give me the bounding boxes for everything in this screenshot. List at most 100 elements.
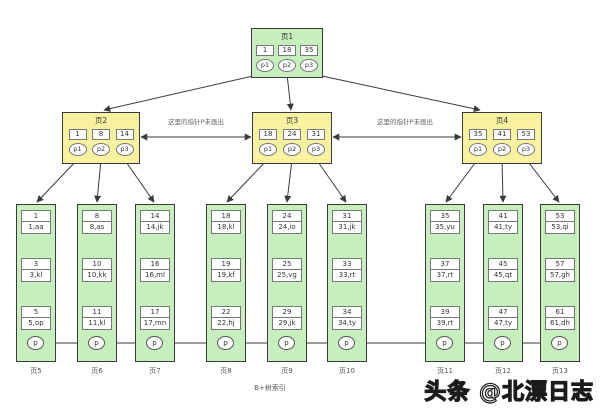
record-key: 41 bbox=[488, 210, 518, 222]
pointer-cell: p3 bbox=[517, 143, 535, 156]
leaf-label-page5: 页5 bbox=[30, 367, 42, 375]
record-key: 8 bbox=[82, 210, 112, 222]
leaf-label-page9: 页9 bbox=[281, 367, 293, 375]
record-value: 5,op bbox=[21, 318, 51, 330]
record-key: 47 bbox=[488, 306, 518, 318]
key-cell: 8 bbox=[92, 129, 110, 140]
leaf-label-page11: 页11 bbox=[437, 367, 453, 375]
pointer-cell: p3 bbox=[307, 143, 325, 156]
key-cell: 14 bbox=[115, 129, 134, 140]
leaf-label-page10: 页10 bbox=[339, 367, 355, 375]
key-cell: 1 bbox=[256, 45, 274, 56]
pointer-cell: p2 bbox=[283, 143, 301, 156]
watermark: 头条 @北漂日志 bbox=[424, 379, 594, 405]
leaf-pointer: p bbox=[551, 336, 568, 350]
record-value: 17,mn bbox=[140, 318, 170, 330]
record-value: 47,ty bbox=[488, 318, 518, 330]
record-value: 10,kk bbox=[82, 270, 112, 282]
record-key: 39 bbox=[430, 306, 460, 318]
leaf-label-page12: 页12 bbox=[495, 367, 511, 375]
record-value: 37,rt bbox=[430, 270, 460, 282]
record-value: 1,aa bbox=[21, 222, 51, 234]
leaf-pointer: p bbox=[494, 336, 511, 350]
record-key: 17 bbox=[140, 306, 170, 318]
node-title: 页2 bbox=[94, 116, 108, 125]
record-key: 10 bbox=[82, 258, 112, 270]
record-value: 57,gh bbox=[545, 270, 575, 282]
record-value: 18,kl bbox=[211, 222, 241, 234]
leaf-label-page8: 页8 bbox=[220, 367, 232, 375]
leaf-pointer: p bbox=[436, 336, 453, 350]
record-key: 24 bbox=[272, 210, 302, 222]
record-value: 39,rt bbox=[430, 318, 460, 330]
leaf-pointer: p bbox=[27, 336, 44, 350]
pointer-cell: p1 bbox=[68, 143, 87, 156]
leaf-label-page6: 页6 bbox=[91, 367, 103, 375]
internal-node-page2: 页2 1 8 14 p1 p2 p3 bbox=[62, 112, 140, 164]
pointer-cell: p1 bbox=[256, 59, 274, 72]
key-cell: 35 bbox=[469, 129, 487, 140]
record-key: 45 bbox=[488, 258, 518, 270]
internal-node-page4: 页4 35 41 53 p1 p2 p3 bbox=[462, 112, 542, 164]
record-value: 29,jk bbox=[272, 318, 302, 330]
record-key: 35 bbox=[430, 210, 460, 222]
pointer-cell: p2 bbox=[92, 143, 110, 156]
record-key: 18 bbox=[211, 210, 241, 222]
key-cell: 24 bbox=[283, 129, 301, 140]
record-value: 25,vg bbox=[272, 270, 302, 282]
record-key: 11 bbox=[82, 306, 112, 318]
diagram-caption: B+树索引 bbox=[254, 384, 286, 392]
record-value: 14,jk bbox=[140, 222, 170, 234]
record-key: 31 bbox=[332, 210, 362, 222]
pointer-cell: p1 bbox=[259, 143, 277, 156]
record-value: 31,jk bbox=[332, 222, 362, 234]
record-key: 33 bbox=[332, 258, 362, 270]
record-key: 53 bbox=[545, 210, 575, 222]
key-cell: 41 bbox=[493, 129, 511, 140]
record-key: 16 bbox=[140, 258, 170, 270]
record-value: 19,kf bbox=[211, 270, 241, 282]
node-title: 页3 bbox=[285, 116, 299, 125]
record-key: 3 bbox=[21, 258, 51, 270]
leaf-label-page13: 页13 bbox=[552, 367, 568, 375]
record-value: 22,hj bbox=[211, 318, 241, 330]
record-value: 35,yu bbox=[430, 222, 460, 234]
pointer-note-left: 这里的指针P未画出 bbox=[168, 118, 224, 126]
leaf-pointer: p bbox=[217, 336, 234, 350]
pointer-note-right: 这里的指针P未画出 bbox=[377, 118, 433, 126]
record-key: 29 bbox=[272, 306, 302, 318]
record-value: 45,qt bbox=[488, 270, 518, 282]
record-key: 14 bbox=[140, 210, 170, 222]
record-key: 57 bbox=[545, 258, 575, 270]
key-cell: 31 bbox=[307, 129, 325, 140]
record-value: 41,ty bbox=[488, 222, 518, 234]
record-key: 61 bbox=[545, 306, 575, 318]
leaf-pointer: p bbox=[278, 336, 295, 350]
record-value: 3,kl bbox=[21, 270, 51, 282]
key-cell: 18 bbox=[259, 129, 277, 140]
key-cell: 1 bbox=[68, 129, 87, 140]
internal-node-page3: 页3 18 24 31 p1 p2 p3 bbox=[252, 112, 332, 164]
